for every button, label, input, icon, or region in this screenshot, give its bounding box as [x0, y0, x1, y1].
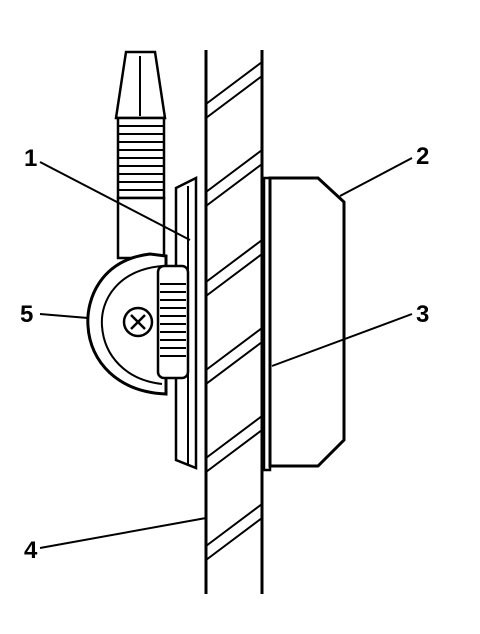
inner-mount [262, 176, 346, 472]
leader-line-4 [39, 517, 207, 549]
glass-hatching [205, 61, 263, 561]
callout-5: 5 [20, 301, 33, 328]
pivot-housing [86, 252, 190, 396]
leader-line-5 [39, 313, 89, 319]
screw-icon [122, 306, 154, 338]
callout-3: 3 [416, 301, 429, 328]
callout-1: 1 [24, 145, 37, 172]
leader-line-2 [339, 157, 413, 197]
inner-mount-housing [268, 176, 346, 468]
clamp-ribs [160, 283, 186, 357]
pivot-housing-inner-edge [100, 265, 163, 385]
glass-pane [204, 50, 264, 594]
antenna-mast [114, 50, 167, 260]
leader-lines [39, 157, 413, 549]
callout-4: 4 [24, 537, 38, 564]
callout-2: 2 [416, 143, 429, 170]
leader-line-1 [39, 161, 191, 241]
clamp-face [156, 264, 190, 380]
leader-line-3 [271, 313, 413, 367]
mast-spring [116, 116, 166, 200]
